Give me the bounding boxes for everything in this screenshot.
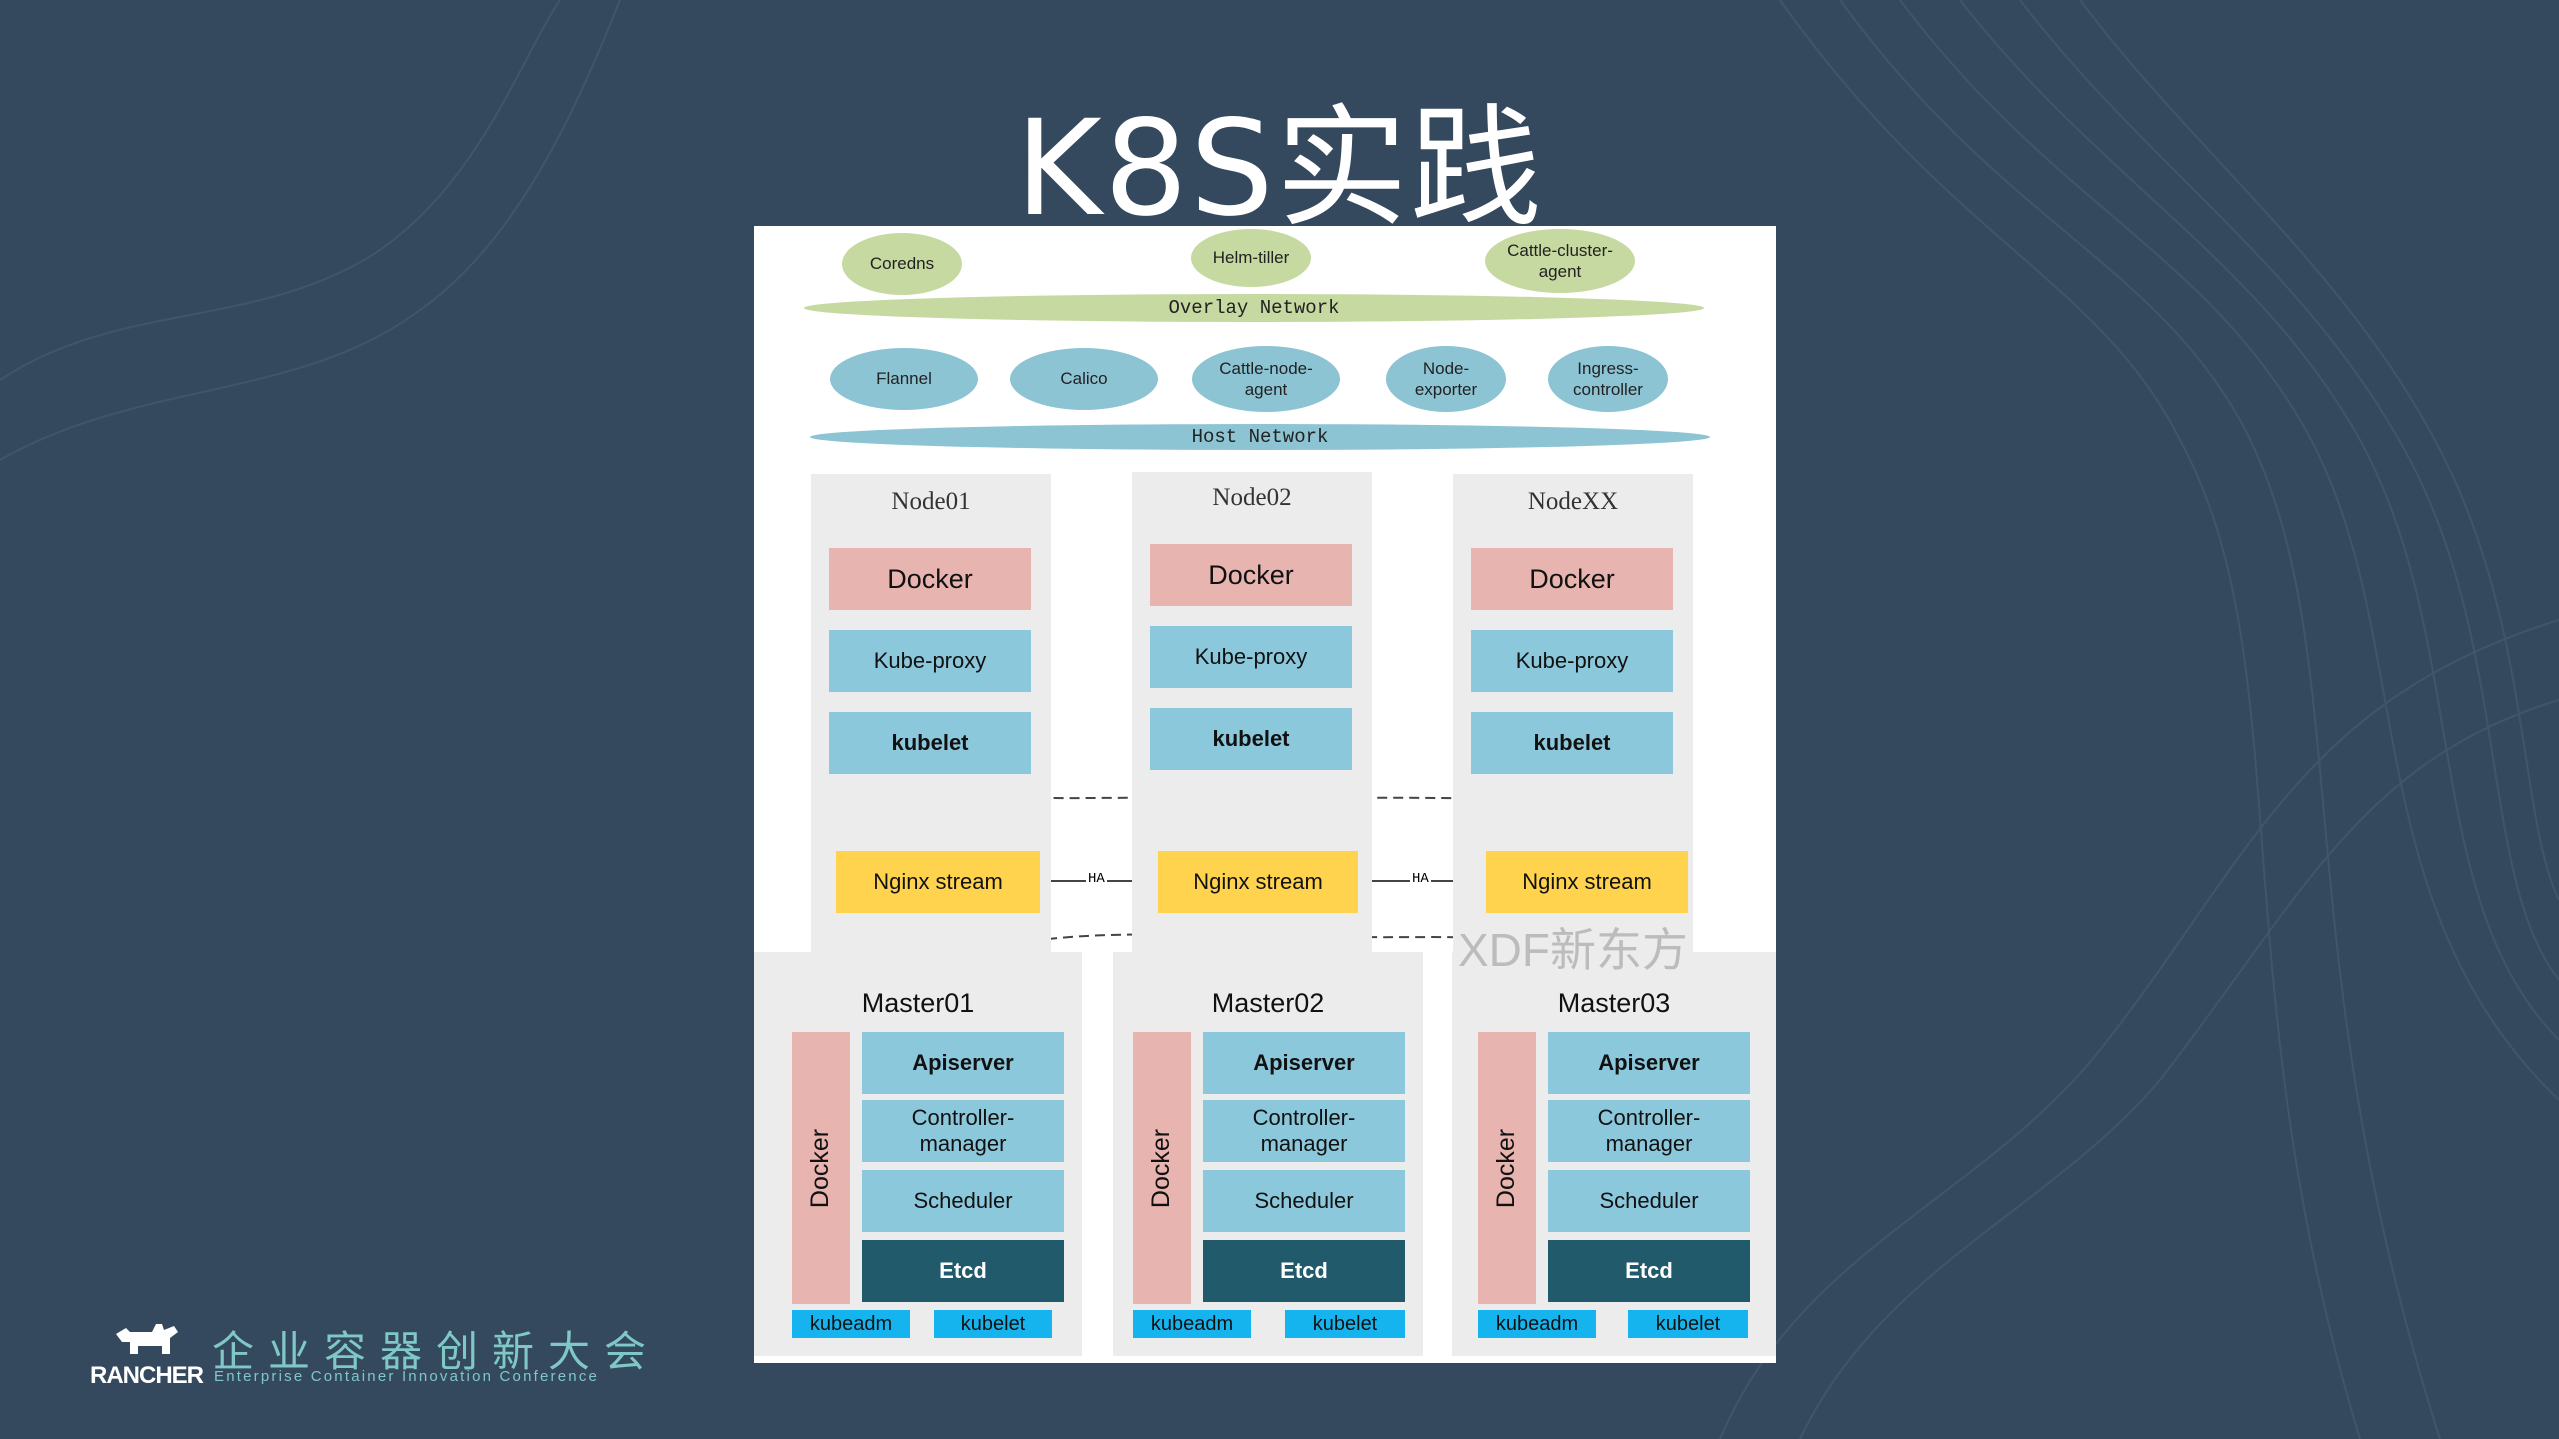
- worker-node-02: Node02 Docker Kube-proxy kubelet: [1132, 472, 1372, 1018]
- apiserver-box: Apiserver: [1548, 1032, 1750, 1094]
- docker-box: Docker: [792, 1032, 850, 1304]
- controller-manager-box: Controller- manager: [862, 1100, 1064, 1162]
- master-title: Master02: [1211, 988, 1325, 1018]
- nginx-stream-3: Nginx stream: [1486, 851, 1688, 913]
- host-network-bar: Host Network: [810, 424, 1710, 450]
- docker-box: Docker: [1150, 544, 1352, 606]
- docker-box: Docker: [1471, 548, 1673, 610]
- helm-tiller-pod: Helm-tiller: [1191, 229, 1311, 287]
- apiserver-box: Apiserver: [1203, 1032, 1405, 1094]
- docker-label: Docker: [1492, 1128, 1521, 1208]
- worker-node-xx: NodeXX Docker Kube-proxy kubelet: [1453, 474, 1693, 1020]
- kubelet-box: kubelet: [1471, 712, 1673, 774]
- etcd-box: Etcd: [1548, 1240, 1750, 1302]
- calico-pod: Calico: [1010, 348, 1158, 410]
- docker-box: Docker: [829, 548, 1031, 610]
- flannel-pod: Flannel: [830, 348, 978, 410]
- master-title: Master01: [861, 988, 975, 1018]
- apiserver-box: Apiserver: [862, 1032, 1064, 1094]
- nginx-stream-2: Nginx stream: [1158, 851, 1358, 913]
- overlay-network-bar: Overlay Network: [804, 294, 1704, 322]
- ingress-controller-pod: Ingress- controller: [1548, 346, 1668, 412]
- kube-proxy-box: Kube-proxy: [1471, 630, 1673, 692]
- k8s-architecture-diagram: Coredns Helm-tiller Cattle-cluster- agen…: [754, 226, 1776, 1363]
- node-title: Node02: [1212, 484, 1292, 511]
- watermark: XDF新东方: [1458, 924, 1688, 976]
- kubelet-box: kubelet: [829, 712, 1031, 774]
- node-title: NodeXX: [1527, 488, 1619, 515]
- rancher-wordmark: RANCHER: [90, 1362, 204, 1389]
- controller-manager-box: Controller- manager: [1203, 1100, 1405, 1162]
- kubeadm-box: kubeadm: [1133, 1310, 1251, 1338]
- master-title: Master03: [1557, 988, 1671, 1018]
- worker-node-01: Node01 Docker Kube-proxy kubelet: [811, 474, 1051, 1020]
- ha-label: HA: [1086, 871, 1107, 887]
- kubelet-box: kubelet: [1285, 1310, 1405, 1338]
- conference-name-en: Enterprise Container Innovation Conferen…: [214, 1368, 600, 1385]
- master-node-02: Master02 Docker Apiserver Controller- ma…: [1113, 952, 1423, 1356]
- docker-label: Docker: [806, 1128, 835, 1208]
- docker-box: Docker: [1133, 1032, 1191, 1304]
- kubeadm-box: kubeadm: [1478, 1310, 1596, 1338]
- controller-manager-box: Controller- manager: [1548, 1100, 1750, 1162]
- master-node-03: Master03 Docker Apiserver Controller- ma…: [1452, 952, 1776, 1356]
- kubelet-box: kubelet: [934, 1310, 1052, 1338]
- master-node-01: Master01 Docker Apiserver Controller- ma…: [754, 952, 1082, 1356]
- kubeadm-box: kubeadm: [792, 1310, 910, 1338]
- slide-title: K8S实践: [1015, 92, 1544, 246]
- scheduler-box: Scheduler: [1203, 1170, 1405, 1232]
- docker-label: Docker: [1147, 1128, 1176, 1208]
- kube-proxy-box: Kube-proxy: [829, 630, 1031, 692]
- cattle-node-agent-pod: Cattle-node- agent: [1192, 346, 1340, 412]
- etcd-box: Etcd: [862, 1240, 1064, 1302]
- scheduler-box: Scheduler: [1548, 1170, 1750, 1232]
- etcd-box: Etcd: [1203, 1240, 1405, 1302]
- node-exporter-pod: Node- exporter: [1386, 346, 1506, 412]
- docker-box: Docker: [1478, 1032, 1536, 1304]
- kubelet-box: kubelet: [1628, 1310, 1748, 1338]
- rancher-cow-icon: [116, 1324, 178, 1354]
- ha-label: HA: [1410, 871, 1431, 887]
- kube-proxy-box: Kube-proxy: [1150, 626, 1352, 688]
- node-title: Node01: [891, 488, 971, 515]
- conference-name-cn: 企业容器创新大会: [212, 1327, 661, 1376]
- rancher-conference-logo: RANCHER 企业容器创新大会 Enterprise Container In…: [90, 1318, 680, 1389]
- kubelet-box: kubelet: [1150, 708, 1352, 770]
- coredns-pod: Coredns: [842, 233, 962, 295]
- scheduler-box: Scheduler: [862, 1170, 1064, 1232]
- nginx-stream-1: Nginx stream: [836, 851, 1040, 913]
- cattle-cluster-agent-pod: Cattle-cluster- agent: [1485, 229, 1635, 293]
